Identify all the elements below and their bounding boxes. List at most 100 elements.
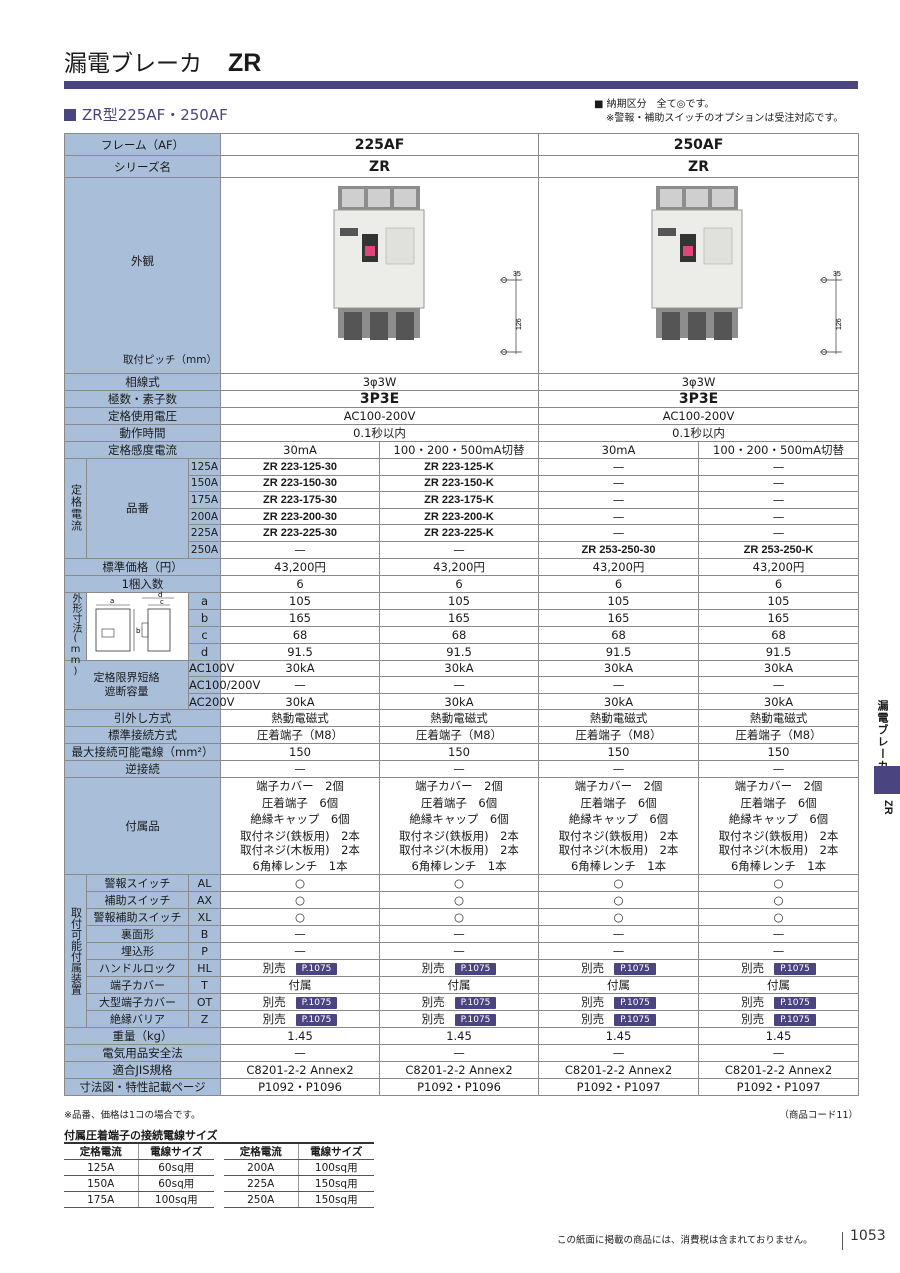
label-accessories: 付属品 [63,777,222,876]
frame-225af: 225AF [220,133,540,156]
page-reference-badge[interactable]: P.1075 [614,1013,656,1026]
weight-value: 1.45 [538,1027,700,1046]
part-number: ZR 223-125-K [379,458,540,476]
qty-cell: 6 [698,574,860,593]
table-gap [214,1160,224,1176]
option-name: 警報補助スイッチ [86,908,189,927]
accessories-list: 端子カバー 2個圧着端子 6個絶縁キャップ 6個取付ネジ(鉄板用) 2本取付ネジ… [698,777,860,876]
breaking-value: 30kA [220,659,381,678]
table-cell: 150sq用 [297,1175,374,1192]
table-cell: 100sq用 [297,1159,374,1176]
option-name: 埋込形 [86,942,189,961]
option-availability: ○ [698,874,860,893]
page-reference-badge[interactable]: P.1075 [454,962,497,975]
part-number: ZR 223-150-K [379,474,540,493]
accessory-item: 6角棒レンチ 1本 [730,858,827,873]
option-availability-text: ○ [773,910,784,925]
dimension-value: 105 [220,591,381,610]
label-max-wire: 最大接続可能電線（mm²） [63,743,222,762]
option-availability-text: ○ [453,893,465,908]
part-number: ZR 223-150-30 [220,474,381,493]
option-code: P [187,942,222,961]
tax-note: この紙面に掲載の商品には、消費税は含まれておりません。 [557,1235,813,1246]
page-reference-badge[interactable]: P.1075 [614,996,656,1009]
dimension-value: 91.5 [220,642,381,661]
breaking-value: — [538,676,700,694]
option-availability: 別売 P.1075 [220,959,381,978]
option-availability-text: 別売 [581,961,605,976]
rated-current-value: 225A [187,524,222,542]
page-reference-badge[interactable]: P.1075 [295,996,338,1009]
table-row: 標準接続方式圧着端子（M8）圧着端子（M8）圧着端子（M8）圧着端子（M8） [63,726,860,745]
breaking-value: 30kA [379,692,540,711]
label-safety-law: 電気用品安全法 [63,1044,222,1063]
dimension-key: b [187,608,222,627]
phase-225af: 3φ3W [220,373,540,391]
breaking-value: — [698,676,860,694]
not-available: — [538,458,700,476]
dimension-value: 68 [698,625,860,644]
option-note: ※警報・補助スイッチのオプションは受注対応です。 [606,113,844,124]
page-reference-badge[interactable]: P.1075 [295,1013,338,1026]
page-reference-badge[interactable]: P.1075 [454,1013,497,1026]
phase-250af: 3φ3W [538,373,860,391]
table-row: 引外し方式熱動電磁式熱動電磁式熱動電磁式熱動電磁式 [63,709,860,728]
table-cell: 175A [64,1191,138,1208]
page-reference-badge[interactable]: P.1075 [454,996,497,1009]
option-availability-text: 別売 [581,1012,605,1027]
not-available: — [698,524,860,542]
option-availability-text: ○ [773,893,784,908]
page-number-rule [842,1232,843,1250]
option-availability-text: ○ [773,876,784,891]
table-header: 定格電流 [224,1142,298,1160]
option-availability: — [538,925,700,944]
table-gap [214,1142,224,1160]
page-reference-badge[interactable]: P.1075 [614,962,656,975]
accessory-item: 圧着端子 6個 [420,795,498,810]
label-mountable-devices: 取付可能付属装置 [64,874,87,1029]
page-reference-badge[interactable]: P.1075 [774,1013,816,1026]
option-availability: ○ [538,891,700,910]
trip-method: 熱動電磁式 [698,709,860,728]
option-availability-text: ○ [613,893,624,908]
accessory-item: 取付ネジ(鉄板用) 2本 [718,828,839,843]
dimension-value: 165 [538,608,700,627]
option-availability: ○ [538,908,700,927]
option-availability-text: 別売 [262,995,286,1010]
connection-method: 圧着端子（M8） [698,726,860,745]
option-name: 補助スイッチ [86,891,189,910]
option-availability: ○ [220,908,381,927]
option-availability-text: — [294,927,306,942]
label-optime: 動作時間 [63,424,222,442]
option-code: XL [187,908,222,927]
accessory-item: 取付ネジ(木板用) 2本 [399,842,519,857]
label-jis: 適合JIS規格 [63,1061,222,1080]
breaking-voltage: AC100/200V [187,676,261,694]
option-availability: ○ [698,891,860,910]
dimension-value: 68 [220,625,381,644]
option-availability-text: 別売 [262,961,286,976]
sens-cell: 30mA [538,441,700,459]
page-reference-badge[interactable]: P.1075 [295,962,338,975]
page-reference-badge[interactable]: P.1075 [774,962,816,975]
page-reference-badge[interactable]: P.1075 [774,996,816,1009]
table-cell: 200A [224,1159,298,1176]
part-number: ZR 223-200-K [379,507,540,526]
not-available: — [698,507,860,526]
label-reverse: 逆接続 [63,760,222,779]
series-225af: ZR [220,155,540,178]
breaking-value: 30kA [379,659,540,678]
page-title: 漏電ブレーカ ZR [64,44,261,78]
jis-standard: C8201-2-2 Annex2 [220,1061,381,1080]
max-wire: 150 [698,743,860,762]
